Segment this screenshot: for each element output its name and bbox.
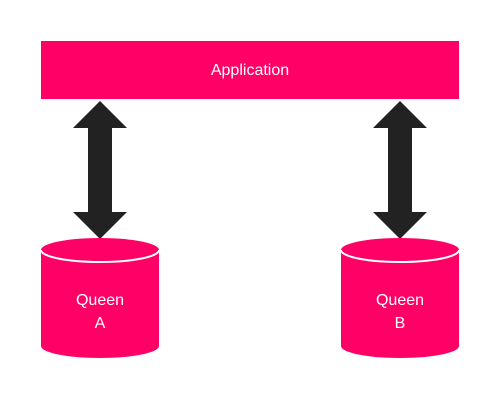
- database-label-line2: B: [395, 315, 406, 332]
- double-arrow-icon: [373, 101, 427, 239]
- connection-application-queen-b: [373, 101, 427, 239]
- database-queen-a: Queen A: [40, 238, 160, 358]
- application-box: [41, 41, 459, 99]
- database-cylinder-icon: [41, 238, 159, 358]
- cylinder-rim: [40, 249, 160, 263]
- database-label-line1: Queen: [76, 292, 124, 309]
- application-label: Application: [211, 62, 289, 79]
- database-label-line1: Queen: [376, 292, 424, 309]
- database-queen-b: Queen B: [340, 238, 460, 358]
- cylinder-rim: [340, 249, 460, 263]
- connection-application-queen-a: [73, 101, 127, 239]
- database-cylinder-icon: [341, 238, 459, 358]
- application-node: Application: [41, 41, 459, 99]
- database-label-line2: A: [95, 315, 106, 332]
- double-arrow-icon: [73, 101, 127, 239]
